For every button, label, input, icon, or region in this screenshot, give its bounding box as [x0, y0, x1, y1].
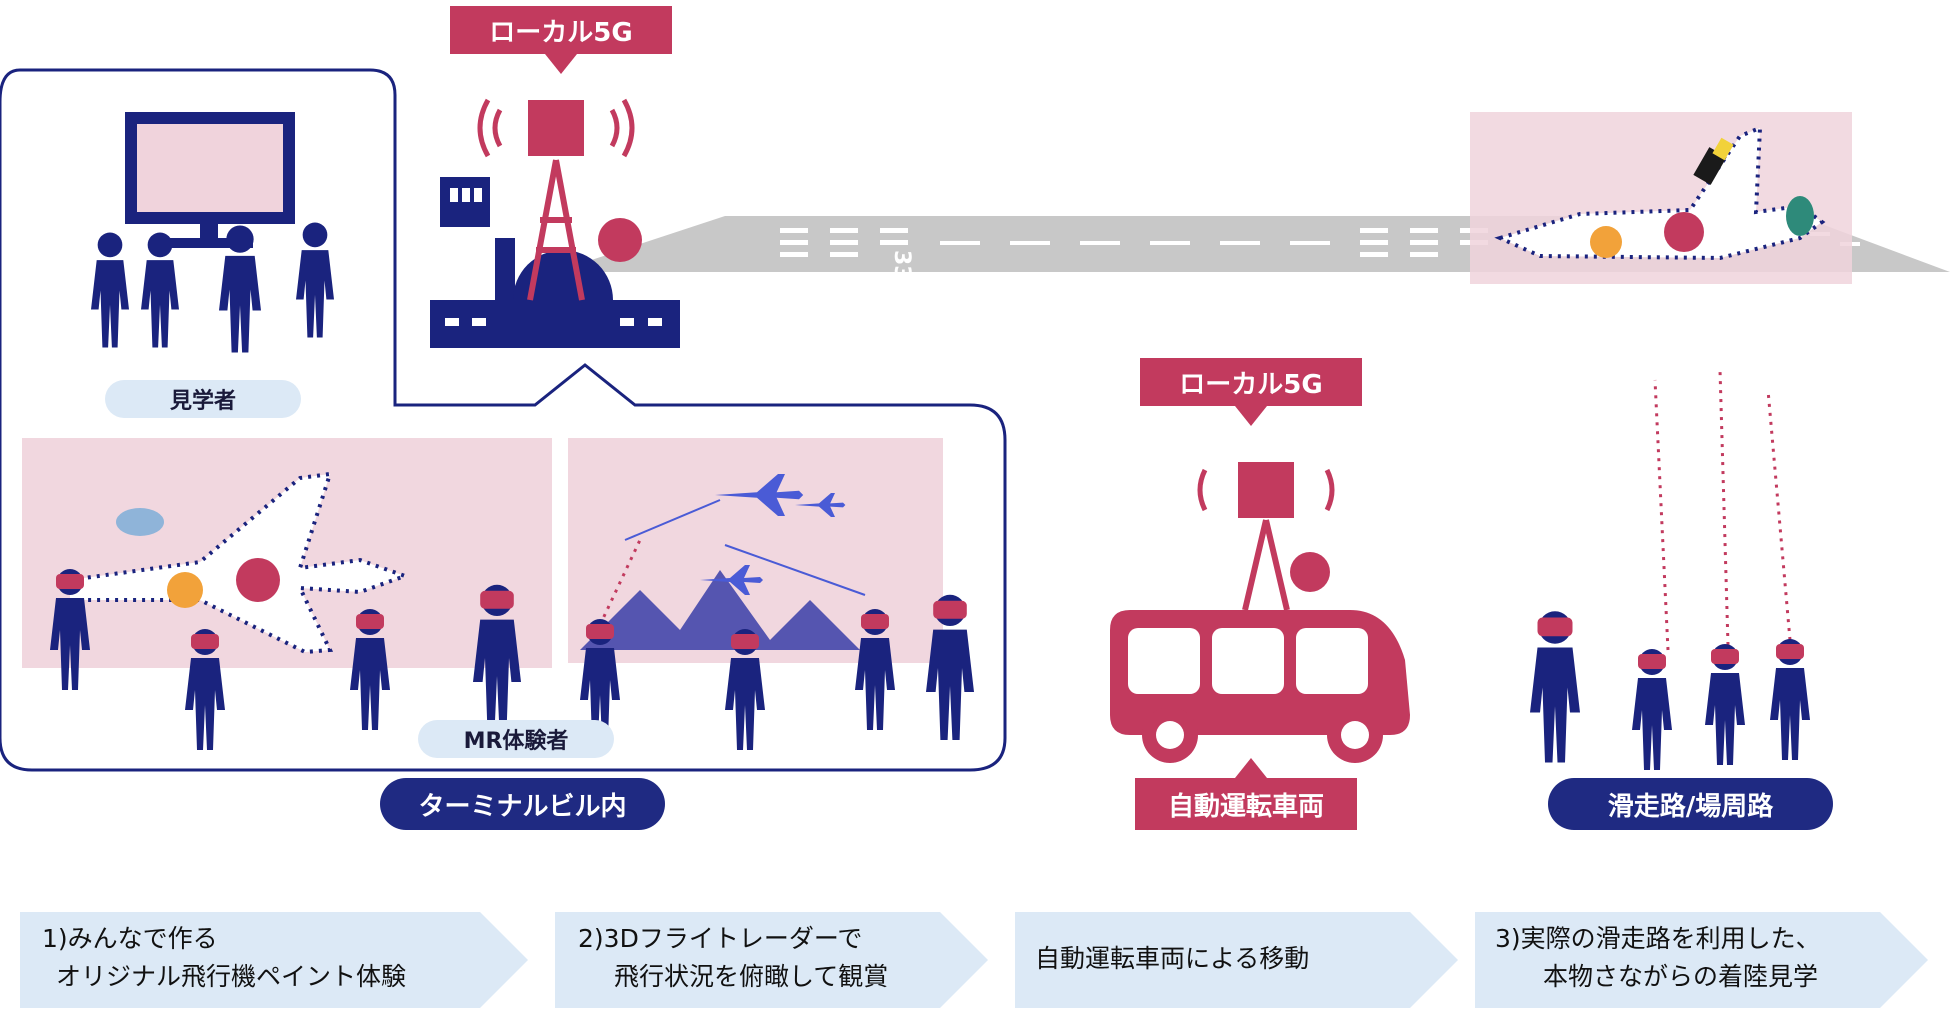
flight-radar-panel	[568, 438, 974, 750]
airport-building-icon	[430, 177, 680, 348]
step-2: 2)3Dフライトレーダーで 飛行状況を俯瞰して観賞	[578, 920, 888, 996]
runway-label: 滑走路/場周路	[1548, 778, 1833, 830]
local5g-tag-bus: ローカル5G	[1140, 358, 1362, 406]
mr-users-label: MR体験者	[418, 720, 614, 758]
apple-icon	[236, 558, 280, 602]
local5g-tag-top-pointer	[545, 54, 577, 74]
orange-icon	[1590, 226, 1622, 258]
autonomous-vehicle-pointer	[1235, 758, 1267, 778]
paint-experience-panel	[22, 438, 552, 750]
step-2-line2: 飛行状況を俯瞰して観賞	[614, 962, 889, 991]
tower-icon	[477, 98, 642, 301]
visitors-label: 見学者	[105, 380, 301, 418]
step-arrows	[20, 912, 1928, 1008]
ar-plane-panel	[1470, 112, 1852, 284]
pepper-icon	[1786, 196, 1814, 236]
step-2-line1: 2)3Dフライトレーダーで	[578, 924, 863, 953]
step-3-line1: 自動運転車両による移動	[1035, 944, 1310, 973]
local5g-tag-bus-pointer	[1235, 406, 1267, 426]
step-4-line1: 3)実際の滑走路を利用した、	[1495, 924, 1821, 953]
local5g-tag-top: ローカル5G	[450, 6, 672, 54]
step-3: 自動運転車両による移動	[1035, 940, 1309, 978]
bus-icon	[1110, 462, 1410, 763]
orange-icon	[167, 572, 203, 608]
apple-icon	[1664, 212, 1704, 252]
autonomous-vehicle-label: 自動運転車両	[1135, 778, 1357, 830]
runway-viewers	[1530, 369, 1810, 770]
terminal-label: ターミナルビル内	[380, 778, 665, 830]
step-4: 3)実際の滑走路を利用した、 本物さながらの着陸見学	[1495, 920, 1821, 996]
step-4-line2: 本物さながらの着陸見学	[1543, 962, 1819, 991]
stamp-icon	[116, 508, 164, 536]
mountain-icon	[580, 570, 860, 650]
runway-number-left: 33	[889, 250, 914, 281]
terminal-boundary	[0, 68, 1007, 772]
step-1: 1)みんなで作る オリジナル飛行機ペイント体験	[42, 920, 406, 996]
monitor-icon	[125, 112, 295, 248]
step-1-line1: 1)みんなで作る	[42, 924, 218, 953]
step-1-line2: オリジナル飛行機ペイント体験	[56, 962, 407, 991]
